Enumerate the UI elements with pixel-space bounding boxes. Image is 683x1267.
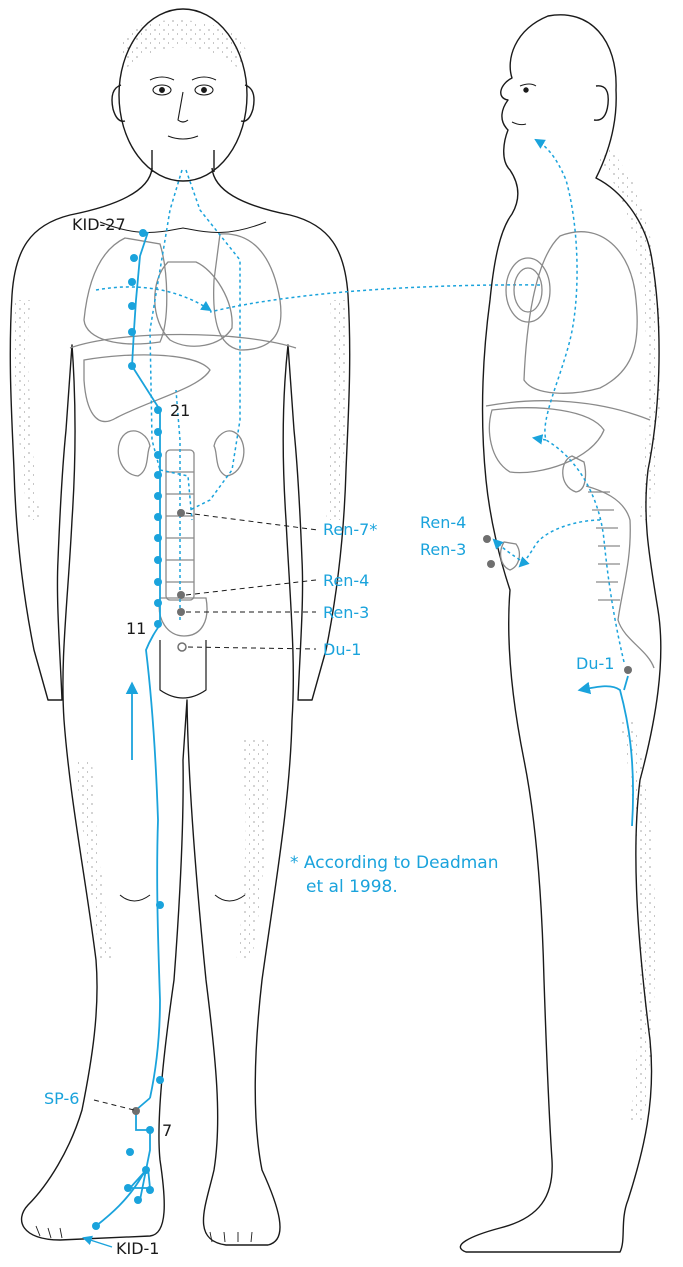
label-11: 11: [126, 619, 146, 638]
front-lung-left: [84, 238, 167, 344]
front-kidney-right: [214, 431, 244, 476]
label-du1-front: Du-1: [323, 640, 361, 659]
front-bladder: [159, 598, 207, 636]
kid1-arrow: [84, 1238, 112, 1247]
front-leader-lines: [94, 513, 318, 1110]
side-organs: [486, 232, 654, 668]
label-7: 7: [162, 1121, 172, 1140]
front-body-outline: [10, 9, 349, 1245]
label-ren3-front: Ren-3: [323, 603, 369, 622]
front-kidney-channel: [96, 232, 160, 1226]
front-organs: [70, 234, 296, 636]
side-bladder: [501, 542, 520, 570]
label-du1-side: Du-1: [576, 654, 614, 673]
label-21: 21: [170, 401, 190, 420]
label-sp6: SP-6: [44, 1089, 79, 1108]
label-ren4-front: Ren-4: [323, 571, 369, 590]
label-kid27: KID-27: [72, 215, 126, 234]
front-internal-pathways: [96, 170, 540, 620]
front-kidney-left: [118, 431, 150, 476]
label-kid1: KID-1: [116, 1239, 159, 1258]
side-diaphragm: [486, 401, 650, 420]
side-lung: [524, 232, 637, 394]
front-silhouette: [10, 168, 349, 1245]
side-kidney: [563, 456, 586, 492]
footnote-line1: * According to Deadman: [290, 853, 498, 873]
side-upward-arrow: [580, 686, 633, 826]
footnote-line2: et al 1998.: [306, 877, 398, 897]
label-ren3-side: Ren-3: [420, 540, 466, 559]
label-ren7: Ren-7*: [323, 520, 377, 539]
label-ren4-side: Ren-4: [420, 513, 466, 532]
